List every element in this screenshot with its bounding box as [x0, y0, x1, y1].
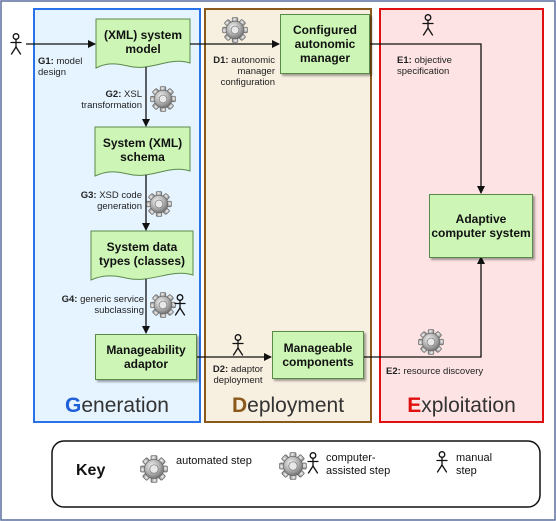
section-title-deployment: Deployment [231, 394, 345, 417]
section-title-exploitation: Exploitation [407, 394, 516, 417]
xml-schema-shape [94, 126, 191, 177]
arrow-e2 [362, 256, 485, 358]
step-g1: G1: model design [38, 56, 83, 78]
gear-icon [140, 455, 168, 483]
step-d1: D1: autonomic manager configuration [213, 55, 275, 88]
gear-icon [418, 329, 444, 355]
step-g4: G4: generic service subclassing [61, 294, 144, 316]
node-adaptor: Manageability adaptor [95, 334, 197, 380]
step-g2: G2: XSL transformation [81, 89, 142, 111]
key-title: Key [76, 462, 106, 479]
gear-icon [146, 191, 172, 217]
section-title-generation: Generation [65, 394, 169, 417]
node-adaptive-system: Adaptive computer system [429, 194, 533, 258]
step-e1: E1: objective specification [397, 55, 452, 77]
gear-icon [150, 86, 176, 112]
node-xml-schema: System (XML) schema [102, 136, 183, 164]
xml-model-shape [95, 18, 191, 69]
gear-icon [279, 452, 307, 480]
step-d2: D2: adaptor deployment [212, 364, 264, 386]
key-computer-assisted-label: computer-assisted step [326, 452, 391, 477]
arrow-e1 [368, 43, 485, 194]
node-configured-manager: Configured autonomic manager [280, 14, 370, 74]
data-types-shape [90, 230, 194, 281]
step-e2: E2: resource discovery [386, 366, 484, 377]
step-g3: G3: XSD code generation [80, 190, 142, 212]
node-manageable-components: Manageable components [272, 331, 364, 379]
node-xml-model: (XML) system model [103, 28, 183, 56]
key-manual-label: manual step [456, 452, 493, 477]
gear-icon [150, 292, 176, 318]
key-automated-label: automated step [176, 455, 252, 467]
node-data-types: System data types (classes) [98, 240, 186, 268]
gear-icon [222, 17, 248, 43]
